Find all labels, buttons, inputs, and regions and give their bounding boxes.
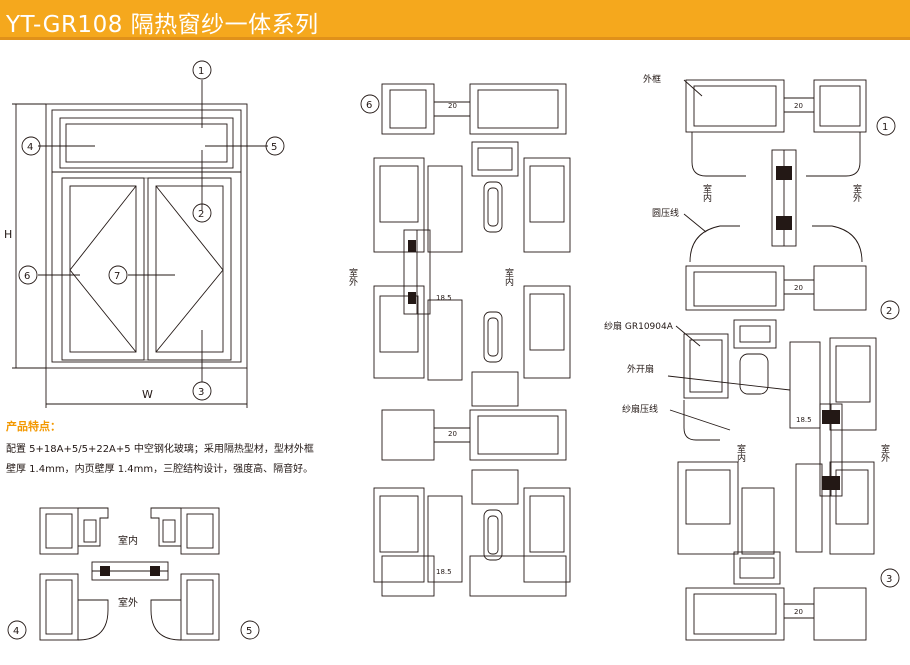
callout-7: 7 — [114, 271, 120, 282]
callout-2: 2 — [198, 209, 204, 220]
section123-num-3: 3 — [886, 574, 892, 585]
callout-1: 1 — [198, 66, 204, 77]
section123-num-2: 2 — [886, 306, 892, 317]
features-line-2: 壁厚 1.4mm，内页壁厚 1.4mm，三腔结构设计，强度高、隔音好。 — [6, 464, 314, 475]
section45-indoor: 室内 — [118, 534, 138, 547]
features-line-1: 配置 5+18A+5/5+22A+5 中空钢化玻璃；采用隔热型材，型材外框 — [6, 444, 314, 455]
width-label: W — [142, 388, 153, 401]
section6-outdoor: 室外 — [347, 267, 358, 287]
section123-dim-20-b: 20 — [794, 284, 803, 292]
title-bar-stripe — [0, 37, 910, 40]
section6-indoor: 室内 — [503, 267, 514, 287]
height-label: H — [4, 228, 12, 241]
label-outer-frame: 外框 — [643, 73, 661, 85]
label-round-bead: 圆压线 — [652, 207, 679, 219]
section45-num-4: 4 — [13, 626, 19, 637]
section6-dim-20-a: 20 — [448, 102, 457, 110]
section6-dim-20-b: 20 — [448, 430, 457, 438]
section123-dim-20-c: 20 — [794, 608, 803, 616]
section6-dim-185-a: 18.5 — [436, 294, 452, 302]
title-bar: YT-GR108 隔热窗纱一体系列 — [0, 0, 910, 40]
section45-outdoor: 室外 — [118, 596, 138, 609]
page-title: YT-GR108 隔热窗纱一体系列 — [6, 12, 319, 38]
section123-num-1: 1 — [882, 122, 888, 133]
callout-5: 5 — [271, 142, 277, 153]
label-casement-sash: 外开扇 — [627, 363, 654, 375]
section6-num: 6 — [366, 100, 372, 111]
callout-6: 6 — [24, 271, 30, 282]
section123-dim-185: 18.5 — [796, 416, 812, 424]
section123-outdoor-b: 室外 — [879, 443, 890, 463]
label-screen-bead: 纱扇压线 — [622, 403, 658, 415]
section45-num-5: 5 — [246, 626, 252, 637]
section123-indoor-a: 室内 — [701, 183, 712, 203]
section123-indoor-b: 室内 — [735, 443, 746, 463]
callout-3: 3 — [198, 387, 204, 398]
features-title: 产品特点： — [6, 420, 61, 433]
section123-dim-20-a: 20 — [794, 102, 803, 110]
label-screen-sash: 纱扇 GR10904A — [604, 320, 674, 332]
callout-4: 4 — [27, 142, 33, 153]
section123-outdoor-a: 室外 — [851, 183, 862, 203]
section6-dim-185-b: 18.5 — [436, 568, 452, 576]
